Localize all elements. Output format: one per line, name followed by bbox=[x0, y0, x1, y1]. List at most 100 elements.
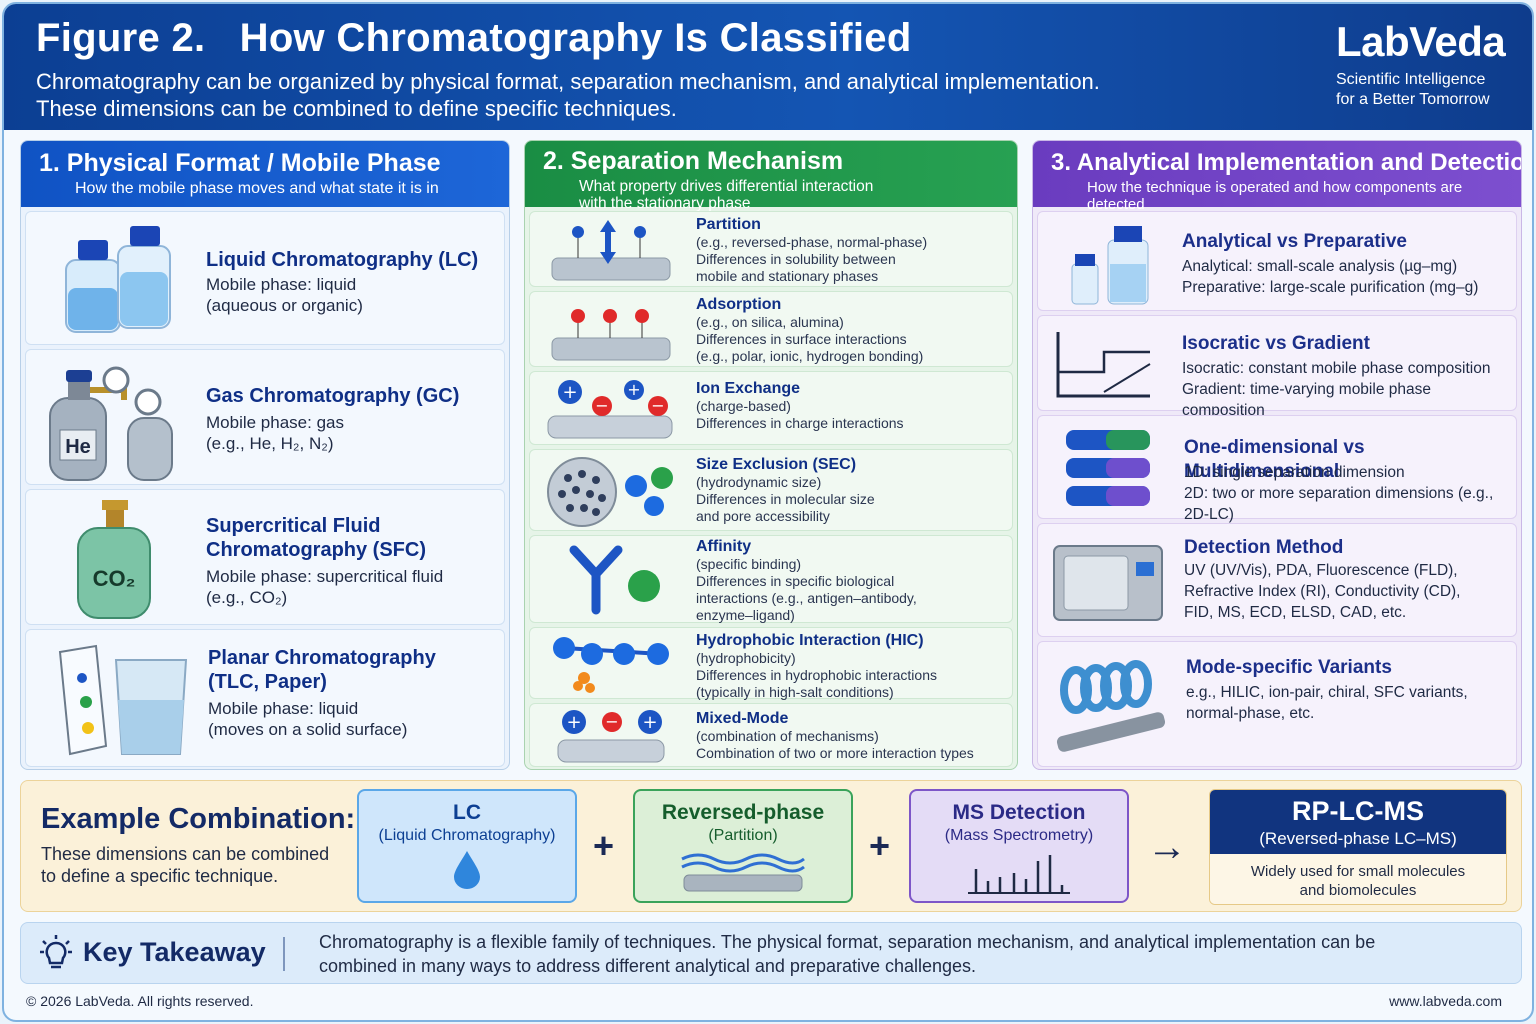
tlc-plate-icon bbox=[58, 644, 188, 756]
reversed-phase-box: Reversed-phase (Partition) bbox=[633, 789, 853, 903]
gradient-icon bbox=[1056, 332, 1151, 398]
card-line: (combination of mechanisms) bbox=[696, 728, 879, 744]
card-title-line: Chromatography (SFC) bbox=[206, 539, 426, 561]
isocratic-card: Isocratic vs Gradient Isocratic: constan… bbox=[1037, 315, 1517, 419]
card-title: Ion Exchange bbox=[696, 380, 801, 397]
planar-card: Planar Chromatography (TLC, Paper) Mobil… bbox=[25, 629, 505, 767]
analytical-card: Analytical vs Preparative Analytical: sm… bbox=[1037, 211, 1517, 311]
card-text: (combination of mechanisms) Combination … bbox=[696, 728, 974, 762]
box-title: Reversed-phase bbox=[661, 801, 825, 824]
column-header: 2. Separation Mechanism What property dr… bbox=[525, 141, 1017, 212]
takeaway-line: Chromatography is a flexible family of t… bbox=[319, 932, 1376, 952]
card-text: UV (UV/Vis), PDA, Fluorescence (FLD), Re… bbox=[1184, 560, 1461, 623]
adsorption-icon bbox=[551, 309, 671, 361]
box-sub: (Partition) bbox=[708, 827, 778, 844]
card-text: Mobile phase: gas (e.g., He, H₂, N₂) bbox=[206, 412, 344, 454]
card-line: UV (UV/Vis), PDA, Fluorescence (FLD), bbox=[1184, 562, 1458, 579]
logo-tagline: Scientific Intelligence for a Better Tom… bbox=[1336, 70, 1506, 110]
card-line: Preparative: large-scale purification (m… bbox=[1182, 279, 1479, 296]
card-title: Affinity bbox=[696, 538, 752, 555]
card-title: Detection Method bbox=[1184, 537, 1344, 558]
column-desc: How the technique is operated and how co… bbox=[1087, 179, 1463, 213]
column-desc: How the mobile phase moves and what stat… bbox=[75, 180, 439, 197]
svg-text:+: + bbox=[642, 712, 657, 733]
card-line: (specific binding) bbox=[696, 556, 802, 572]
box-title: LC bbox=[453, 801, 481, 824]
card-line: e.g., HILIC, ion-pair, chiral, SFC varia… bbox=[1186, 684, 1468, 701]
lc-card: Liquid Chromatography (LC) Mobile phase:… bbox=[25, 211, 505, 345]
hydrophobic-icon bbox=[553, 637, 669, 693]
card-line: Differences in charge interactions bbox=[696, 415, 904, 431]
implementation-column: 3. Analytical Implementation and Detecti… bbox=[1032, 140, 1522, 770]
card-title: Analytical vs Preparative bbox=[1182, 231, 1407, 252]
bottles-icon bbox=[65, 226, 171, 333]
card-text: Analytical: small-scale analysis (µg–mg)… bbox=[1182, 256, 1478, 298]
card-line: (hydrophobicity) bbox=[696, 650, 796, 666]
svg-text:+: + bbox=[562, 382, 577, 403]
card-line: (typically in high-salt conditions) bbox=[696, 684, 894, 700]
card-line: (e.g., on silica, alumina) bbox=[696, 314, 844, 330]
box-title: MS Detection bbox=[952, 801, 1086, 824]
card-line: Differences in surface interactions bbox=[696, 331, 907, 347]
dimension-card: One-dimensional vs Multidimensional 1D: … bbox=[1037, 415, 1517, 523]
card-title: Hydrophobic Interaction (HIC) bbox=[696, 632, 924, 649]
card-line: enzyme–ligand) bbox=[696, 607, 795, 623]
card-text: 1D: single separation dimension 2D: two … bbox=[1184, 462, 1516, 525]
card-title: One-dimensional vs Multidimensional bbox=[1184, 437, 1365, 482]
card-line: Combination of two or more interaction t… bbox=[696, 745, 974, 761]
hic-card: Hydrophobic Interaction (HIC) (hydrophob… bbox=[529, 627, 1013, 700]
logo-tag-line: Scientific Intelligence bbox=[1336, 71, 1486, 88]
column-coil-icon bbox=[1056, 660, 1166, 752]
card-line: interactions (e.g., antigen–antibody, bbox=[696, 590, 917, 606]
adsorption-card: Adsorption (e.g., on silica, alumina) Di… bbox=[529, 291, 1013, 367]
partition-card: Partition (e.g., reversed-phase, normal-… bbox=[529, 211, 1013, 287]
column-desc-line: with the stationary phase bbox=[579, 195, 751, 212]
card-line: (hydrodynamic size) bbox=[696, 474, 822, 490]
website-url: www.labveda.com bbox=[1389, 993, 1502, 1009]
plus-sign: + bbox=[869, 825, 891, 866]
svg-text:+: + bbox=[627, 380, 640, 399]
takeaway-divider bbox=[283, 937, 285, 971]
card-title: Mixed-Mode bbox=[696, 710, 789, 727]
plus-sign: + bbox=[593, 825, 615, 866]
card-title: Mode-specific Variants bbox=[1186, 657, 1392, 678]
result-arrow: → bbox=[1147, 825, 1187, 869]
example-title: Example Combination: bbox=[41, 803, 356, 835]
card-line: Analytical: small-scale analysis (µg–mg) bbox=[1182, 258, 1458, 275]
card-title-line: Supercritical Fluid bbox=[206, 515, 381, 537]
example-combination: Example Combination: These dimensions ca… bbox=[20, 780, 1522, 912]
waves-icon bbox=[681, 853, 805, 892]
ms-detection-box: MS Detection (Mass Spectrometry) bbox=[909, 789, 1129, 903]
co2-cylinder-icon: CO₂ bbox=[77, 500, 151, 619]
card-title: Planar Chromatography (TLC, Paper) bbox=[208, 646, 436, 694]
card-text: (specific binding) Differences in specif… bbox=[696, 556, 917, 624]
result-sub: (Reversed-phase LC–MS) bbox=[1259, 829, 1457, 848]
header: Figure 2. How Chromatography Is Classifi… bbox=[4, 4, 1532, 130]
card-line: (e.g., reversed-phase, normal-phase) bbox=[696, 234, 928, 250]
ion-exchange-card: + − + − Ion Exchange (charge-based) Diff… bbox=[529, 371, 1013, 445]
sec-card: Size Exclusion (SEC) (hydrodynamic size)… bbox=[529, 449, 1013, 531]
takeaway-text: Chromatography is a flexible family of t… bbox=[319, 930, 1499, 978]
figure-title: Figure 2. How Chromatography Is Classifi… bbox=[36, 16, 912, 60]
antibody-icon bbox=[569, 545, 660, 615]
card-line: (moves on a solid surface) bbox=[208, 720, 408, 739]
result-desc: Widely used for small molecules and biom… bbox=[1210, 854, 1506, 904]
card-line: Gradient: time-varying mobile phase comp… bbox=[1182, 381, 1431, 419]
box-sub: (Mass Spectrometry) bbox=[944, 827, 1094, 844]
separation-mechanism-column: 2. Separation Mechanism What property dr… bbox=[524, 140, 1018, 770]
card-line: Mobile phase: liquid bbox=[206, 275, 357, 294]
card-text: (e.g., on silica, alumina) Differences i… bbox=[696, 314, 923, 365]
result-line: Widely used for small molecules bbox=[1250, 863, 1466, 880]
lc-box: LC (Liquid Chromatography) bbox=[357, 789, 577, 903]
column-title: 3. Analytical Implementation and Detecti… bbox=[1051, 149, 1522, 176]
result-title: RP-LC-MS bbox=[1292, 796, 1424, 826]
card-line: normal-phase, etc. bbox=[1186, 705, 1315, 722]
logo-tag-line: for a Better Tomorrow bbox=[1336, 91, 1490, 108]
card-title-line: (TLC, Paper) bbox=[208, 671, 327, 693]
card-title: Gas Chromatography (GC) bbox=[206, 385, 460, 407]
takeaway-line: combined in many ways to address differe… bbox=[319, 956, 977, 976]
copyright: © 2026 LabVeda. All rights reserved. bbox=[26, 993, 254, 1009]
lightbulb-icon bbox=[40, 935, 72, 969]
card-line: mobile and stationary phases bbox=[696, 268, 879, 284]
